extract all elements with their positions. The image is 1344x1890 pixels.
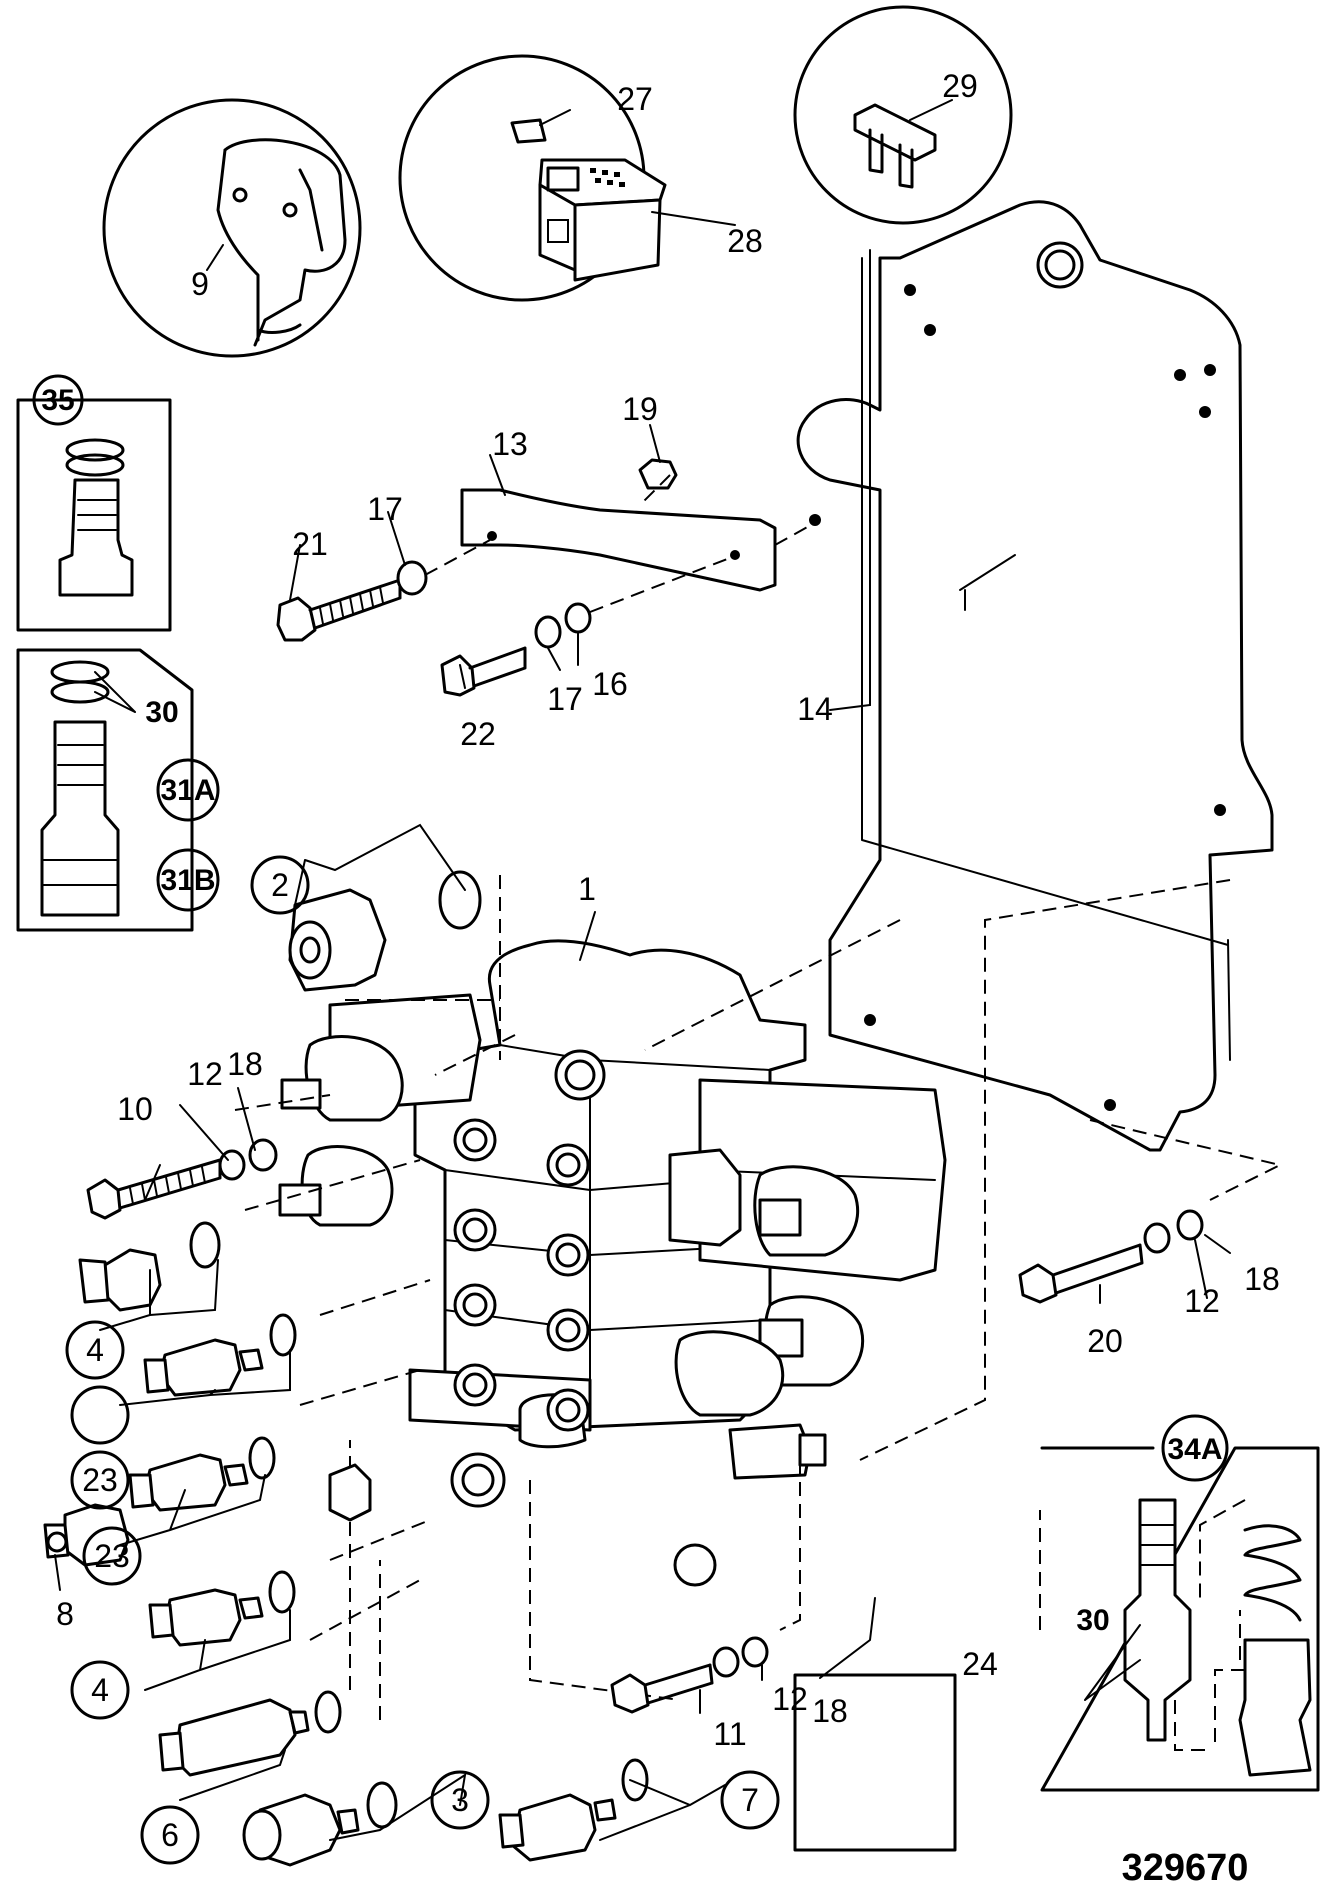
inset-box-35	[16, 398, 172, 632]
callout-31a: 31A	[160, 774, 215, 807]
detail-circle-fuse	[793, 5, 1013, 225]
callout-7: 7	[741, 1782, 759, 1818]
figure-number: 329670	[1122, 1847, 1249, 1889]
callout-24: 24	[962, 1646, 998, 1682]
callout-12c: 12	[1184, 1283, 1220, 1319]
callout-6: 6	[161, 1817, 179, 1853]
inset-box-31	[16, 648, 194, 932]
callout-9: 9	[191, 266, 209, 302]
detail-circle-rocker-switch	[398, 54, 667, 302]
callout-22: 22	[460, 716, 496, 752]
callout-3: 3	[451, 1782, 469, 1818]
callout-14: 14	[797, 691, 833, 727]
callout-12a: 12	[187, 1056, 223, 1092]
callout-18b: 18	[812, 1693, 848, 1729]
callout-19: 19	[622, 391, 658, 427]
valve-block	[278, 939, 947, 1587]
callout-18a: 18	[227, 1046, 263, 1082]
callout-27: 27	[617, 81, 653, 117]
port-fittings	[450, 1049, 717, 1587]
callout-4a: 4	[86, 1332, 104, 1368]
fasteners-upper	[276, 458, 821, 697]
callout-labels: 1 2 3 4 4 6 7 8 9 10 11 12 12 12 13 14 1…	[41, 68, 1279, 1853]
callout-4b: 4	[91, 1672, 109, 1708]
bolts-and-washers	[86, 1138, 1204, 1714]
callout-20: 20	[1087, 1323, 1123, 1359]
callout-34a: 34A	[1167, 1433, 1222, 1466]
callout-leaders	[54, 99, 1231, 1841]
mounting-plate	[796, 200, 1274, 1152]
detail-circle-lever-knob	[102, 98, 362, 358]
solenoid-right	[668, 1148, 865, 1480]
callout-31b: 31B	[160, 864, 215, 897]
callout-30b: 30	[1076, 1604, 1109, 1637]
label-plate	[793, 1673, 957, 1852]
callout-17b: 17	[547, 681, 583, 717]
callout-16: 16	[592, 666, 628, 702]
callout-23a: 23	[82, 1462, 118, 1498]
callout-30a: 30	[145, 696, 178, 729]
callout-28: 28	[727, 223, 763, 259]
solenoid-left-upper	[278, 1035, 404, 1227]
callout-2: 2	[271, 867, 289, 903]
callout-13: 13	[492, 426, 528, 462]
leader-lines	[234, 875, 1283, 1720]
callout-35: 35	[41, 384, 74, 417]
inset-box-34a	[1040, 1446, 1320, 1792]
callout-10: 10	[117, 1091, 153, 1127]
callout-circles	[32, 374, 1229, 1865]
callout-8: 8	[56, 1596, 74, 1632]
callout-11: 11	[713, 1716, 746, 1752]
callout-23b: 23	[94, 1538, 130, 1574]
callout-29: 29	[942, 68, 978, 104]
callout-18c: 18	[1244, 1261, 1280, 1297]
callout-1: 1	[578, 871, 596, 907]
callout-21: 21	[292, 526, 328, 562]
clamp-bar	[460, 488, 777, 592]
callout-17a: 17	[367, 491, 403, 527]
callout-12b: 12	[772, 1681, 808, 1717]
